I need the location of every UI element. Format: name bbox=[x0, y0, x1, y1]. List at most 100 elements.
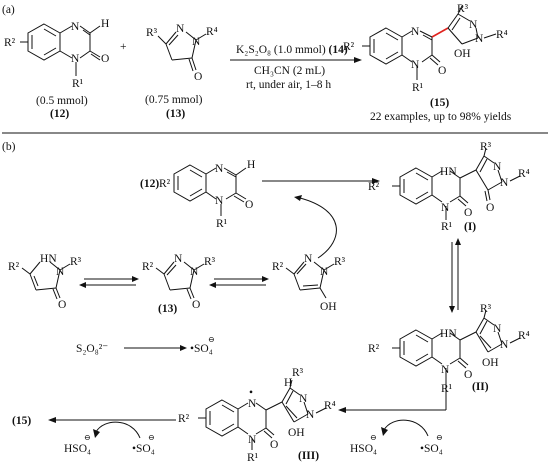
r4-label: R⁴ bbox=[324, 400, 336, 412]
minus-charge: ⊖ bbox=[148, 433, 155, 442]
equilibrium-arrows-I-II bbox=[449, 238, 461, 313]
intermediate-label-II: (II) bbox=[472, 381, 489, 393]
r2-label: R² bbox=[4, 37, 16, 49]
compound-ref-12: (12) bbox=[140, 178, 159, 190]
n-atom: N bbox=[71, 53, 80, 65]
r3-label: R³ bbox=[204, 256, 216, 268]
arrow-to-intermediate-III bbox=[338, 407, 346, 413]
r3-label: R³ bbox=[70, 256, 82, 268]
tautomer-equilibrium-left bbox=[79, 276, 139, 288]
r3-label: R³ bbox=[480, 303, 492, 315]
condition-solvent: CH₃CN (2 mL) bbox=[254, 65, 325, 77]
amount-13: (0.75 mmol) bbox=[145, 94, 203, 106]
amount-12: (0.5 mmol) bbox=[36, 95, 88, 107]
compound-label-12: (12) bbox=[50, 108, 69, 120]
sulfate-radical-label: •SO₄ bbox=[132, 443, 155, 455]
n-atom: N bbox=[493, 323, 502, 335]
intermediate-III bbox=[198, 379, 327, 450]
o-atom: O bbox=[192, 299, 200, 311]
arrow-to-product-15 bbox=[48, 417, 176, 439]
product-label-15: (15) bbox=[12, 415, 31, 427]
n-atom: N bbox=[320, 266, 329, 278]
n-atom: N bbox=[500, 177, 509, 189]
n-atom: N bbox=[475, 33, 484, 45]
r1-label: R¹ bbox=[247, 452, 259, 464]
pyrazolone-13 bbox=[157, 31, 207, 72]
n-atom: N bbox=[190, 266, 199, 278]
n-atom: N bbox=[71, 21, 80, 33]
r4-label: R⁴ bbox=[518, 168, 530, 180]
h-atom: H bbox=[101, 18, 109, 30]
n-atom: N bbox=[248, 398, 257, 410]
n-atom: N bbox=[469, 19, 478, 31]
r1-label: R¹ bbox=[72, 78, 84, 90]
r3-label: R³ bbox=[292, 367, 304, 379]
nh-group: HN bbox=[40, 253, 57, 265]
r2-label: R² bbox=[142, 261, 154, 273]
n-atom: N bbox=[493, 161, 502, 173]
r1-label: R¹ bbox=[216, 218, 228, 230]
o-atom: O bbox=[101, 53, 109, 65]
o-atom: O bbox=[194, 71, 202, 83]
r2-label: R² bbox=[159, 178, 171, 190]
oh-group: OH bbox=[320, 301, 337, 313]
scope-summary: 22 examples, up to 98% yields bbox=[370, 111, 512, 123]
intermediate-II bbox=[346, 309, 521, 411]
pyrazolone-13-mechanism bbox=[155, 261, 205, 300]
hso4-label: HSO₄ bbox=[350, 443, 377, 455]
panel-a-tag: (a) bbox=[2, 4, 15, 16]
n-atom: N bbox=[215, 163, 224, 175]
r2-label: R² bbox=[343, 41, 355, 53]
n-atom: N bbox=[56, 266, 65, 278]
n-atom: N bbox=[192, 36, 201, 48]
pyrazolone-tautomer-left bbox=[21, 261, 71, 300]
r4-label: R⁴ bbox=[518, 330, 530, 342]
hydrogen-abstraction-arrow-II bbox=[381, 419, 429, 437]
plus-sign: + bbox=[120, 41, 127, 53]
radical-dot: • bbox=[249, 387, 253, 399]
compound-label-13: (13) bbox=[166, 108, 185, 120]
r3-label: R³ bbox=[457, 3, 469, 15]
r2-label: R² bbox=[8, 261, 20, 273]
n-atom: N bbox=[306, 409, 315, 421]
n-atom: N bbox=[176, 23, 185, 35]
tautomer-equilibrium-right bbox=[209, 276, 269, 288]
o-atom: O bbox=[464, 369, 472, 381]
intermediate-label-I: (I) bbox=[464, 221, 476, 233]
r1-label: R¹ bbox=[441, 221, 453, 233]
oh-group: OH bbox=[482, 357, 499, 369]
n-atom: N bbox=[441, 202, 450, 214]
r3-label: R³ bbox=[334, 256, 346, 268]
intermediate-label-III: (III) bbox=[298, 450, 319, 462]
n-atom: N bbox=[248, 434, 257, 446]
o-atom: O bbox=[486, 202, 494, 214]
product-15 bbox=[362, 5, 497, 80]
intermediate-I bbox=[392, 147, 521, 220]
minus-charge: ⊖ bbox=[436, 433, 443, 442]
hso4-label: HSO₄ bbox=[64, 443, 91, 455]
oh-group: OH bbox=[454, 48, 471, 60]
o-atom: O bbox=[270, 439, 278, 451]
r2-label: R² bbox=[368, 343, 380, 355]
compound-label-13: (13) bbox=[158, 303, 177, 315]
radical-generation-arrow bbox=[124, 345, 187, 351]
quinoxalinone-12 bbox=[20, 23, 101, 76]
n-atom: N bbox=[215, 195, 224, 207]
r1-label: R¹ bbox=[441, 383, 453, 395]
r1-label: R¹ bbox=[412, 82, 424, 94]
hydroxypyrazole-tautomer bbox=[285, 261, 335, 299]
r2-label: R² bbox=[272, 261, 284, 273]
r3-label: R³ bbox=[480, 141, 492, 153]
n-atom: N bbox=[411, 26, 420, 38]
oh-group: OH bbox=[288, 427, 305, 439]
minus-charge: ⊖ bbox=[208, 335, 215, 344]
minus-charge: ⊖ bbox=[370, 433, 377, 442]
n-atom: N bbox=[441, 364, 450, 376]
persulfate-label: S₂O₈²⁻ bbox=[76, 343, 108, 355]
reaction-arrow bbox=[230, 57, 362, 63]
o-atom: O bbox=[438, 65, 446, 77]
nh-group: HN bbox=[440, 166, 457, 178]
n-atom: N bbox=[299, 393, 308, 405]
